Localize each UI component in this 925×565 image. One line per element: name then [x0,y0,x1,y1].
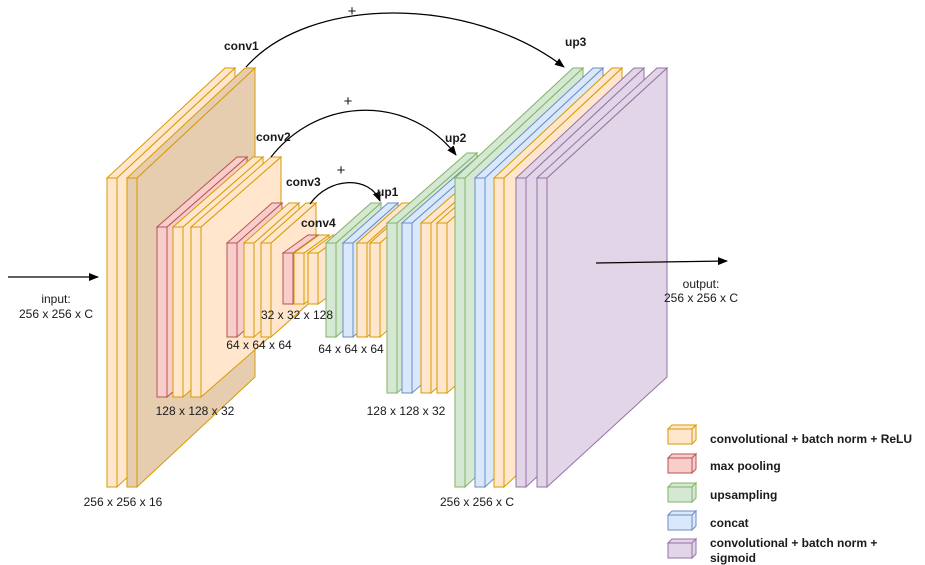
output-arrow [595,257,728,266]
skip-connection-arrow-3 [309,182,381,205]
legend-item-conv: convolutional + batch norm + ReLU [666,423,912,446]
output-dimensions: 256 x 256 x C [664,291,738,305]
output-title: output: [683,277,720,291]
dim-label-256x256xC: 256 x 256 x C [440,495,514,509]
legend-label-pool: max pooling [710,459,781,473]
label-conv1: conv1 [224,39,259,53]
skip-plus-3: + [337,162,346,179]
legend-label-sigmoid-line2: sigmoid [710,551,756,565]
skip-plus-2: + [344,93,353,110]
legend-swatch-sigmoid [666,537,698,560]
legend-item-upsampling: upsampling [666,481,777,504]
skip-connection-arrow-2 [270,109,457,158]
label-conv2: conv2 [256,130,291,144]
legend-label-concat: concat [710,516,749,530]
dim-label-256x256x16: 256 x 256 x 16 [84,495,163,509]
legend-label-upsampling: upsampling [710,488,777,502]
dim-label-32x32x128: 32 x 32 x 128 [261,308,333,322]
label-up2: up2 [445,131,467,145]
dim-label-64x64x64-decoder: 64 x 64 x 64 [318,342,384,356]
legend-item-pool: max pooling [666,452,781,475]
legend-swatch-conv [666,423,698,446]
label-up1: up1 [377,185,399,199]
dim-label-128x128x32-encoder: 128 x 128 x 32 [156,404,235,418]
label-conv4: conv4 [301,216,336,230]
skip-connection-arrow-1 [245,12,565,68]
legend-item-sigmoid: convolutional + batch norm + sigmoid [666,536,877,565]
input-title: input: [41,292,70,306]
legend-item-concat: concat [666,509,749,532]
legend-label-sigmoid-line1: convolutional + batch norm + [710,536,877,550]
legend-label-conv: convolutional + batch norm + ReLU [710,432,912,446]
legend-swatch-concat [666,509,698,532]
legend-swatch-upsampling [666,481,698,504]
dim-label-128x128x32-decoder: 128 x 128 x 32 [367,404,446,418]
legend-swatch-pool [666,452,698,475]
label-conv3: conv3 [286,175,321,189]
legend: convolutional + batch norm + ReLU max po… [666,423,912,565]
skip-plus-1: + [348,3,357,20]
dim-label-64x64x64-encoder: 64 x 64 x 64 [226,338,292,352]
input-dimensions: 256 x 256 x C [19,307,93,321]
label-up3: up3 [565,35,587,49]
block-output-sigmoid [535,66,669,489]
